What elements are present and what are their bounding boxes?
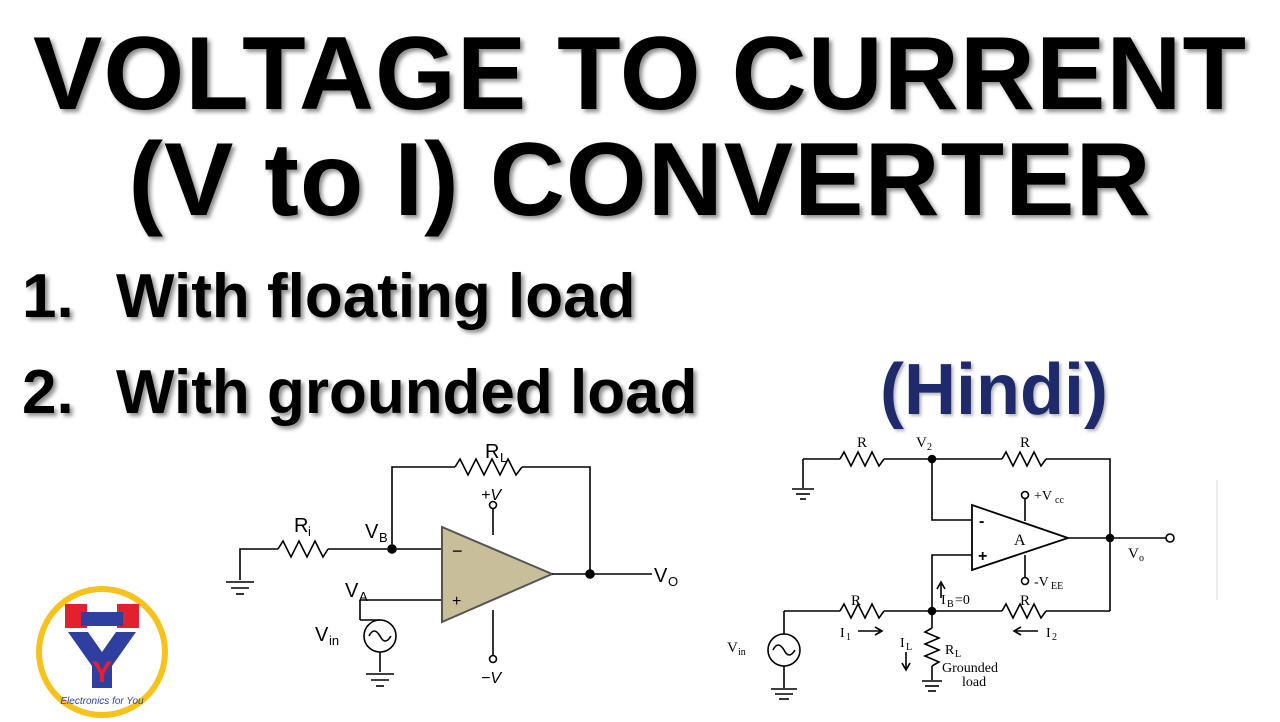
rl-sub-2: L [955,649,961,660]
ground-wire [239,548,278,580]
ib-label: I [941,593,946,608]
vee-sub: EE [1051,581,1063,592]
vin-label-2: V [727,640,738,656]
plus-v-terminal [488,500,498,510]
vo-label-2: V [1128,546,1139,562]
list-item-text: With floating load [116,262,636,331]
ri-sub: i [308,524,311,539]
opamp-1 [441,525,555,624]
minus-v-terminal [488,654,498,664]
vo-sub-2: o [1139,553,1144,564]
circuit-floating-load [226,457,652,687]
i2-label: I [1046,626,1051,641]
logo-caption: Electronics for You [60,696,144,707]
vcc-label: +V [1034,489,1052,504]
amp-label: A [1014,532,1026,549]
r-top-right-label: R [1020,435,1030,451]
r-top-left-resistor [839,450,885,468]
vcc-sub: cc [1055,495,1064,506]
ri-label: R [294,515,308,537]
vo-sub: O [668,574,678,589]
list-item-floating-load: 1.With floating load [22,266,635,328]
r-top-right-resistor [1001,450,1047,468]
circuit1-labels: R L +V −V R i V B V A V in V O − + [294,441,678,687]
vin-sub-2: in [738,647,746,658]
r-bottom-right-resistor [1001,602,1047,620]
vee-terminal [1020,576,1030,586]
rl-resistor [454,457,523,477]
minus-v-label: −V [481,670,502,687]
il-label: I [900,636,905,651]
inverting-sign-2: - [979,513,984,530]
il-sub: L [906,642,912,653]
va-sub: A [359,589,368,604]
list-item-text: With grounded load [116,358,698,427]
load-label: load [962,675,986,690]
rl-sub: L [500,450,507,465]
r-bottom-left-resistor [839,602,885,620]
r-bottom-right-label: R [1020,593,1030,609]
noninverting-sign: + [452,593,461,610]
r-top-left-label: R [857,435,867,451]
i2-sub: 2 [1052,632,1057,643]
rl-label: R [485,441,499,463]
ri-resistor [277,539,329,559]
v2-label: V [916,435,927,451]
noninverting-sign-2: + [978,548,987,565]
electronics-for-you-logo: Y Electronics for You [36,586,168,718]
plus-v-label: +V [481,487,502,504]
opamp-2 [971,503,1071,572]
circuit-grounded-load [767,450,1218,700]
vin-sub: in [329,633,339,648]
vb-sub: B [379,530,388,545]
vo-terminal [1165,533,1175,543]
vin-label: V [315,624,329,646]
language-label: (Hindi) [880,350,1108,430]
rl-label-2: R [945,643,955,658]
vb-label: V [365,521,379,543]
ib-sub: B [947,599,954,610]
i1-label: I [840,626,845,641]
va-label: V [345,580,359,602]
vo-label: V [654,565,668,587]
vb-node [387,544,397,554]
list-item-number: 1. [22,262,74,331]
r-bottom-left-label: R [851,593,861,609]
list-item-grounded-load: 2.With grounded load [22,362,697,424]
title-line-1: VOLTAGE TO CURRENT [33,16,1247,132]
list-item-number: 2. [22,358,74,427]
title-line-2: (V to I) CONVERTER [128,122,1152,238]
vcc-terminal [1020,490,1030,500]
circuit2-labels: R V 2 R +V cc -V EE A - + V o I B =0 R R… [727,435,1144,690]
feedback-wire [391,466,455,549]
output-node [585,569,595,579]
v2-sub: 2 [927,442,932,453]
ib-eq: =0 [955,593,970,608]
rl-grounded-resistor [922,627,942,667]
vee-label: -V [1034,575,1049,590]
feedback-wire [522,466,591,574]
grounded-label: Grounded [942,661,998,676]
i1-sub: 1 [846,632,851,643]
inverting-sign: − [452,541,463,561]
logo-letter: Y [92,656,112,689]
